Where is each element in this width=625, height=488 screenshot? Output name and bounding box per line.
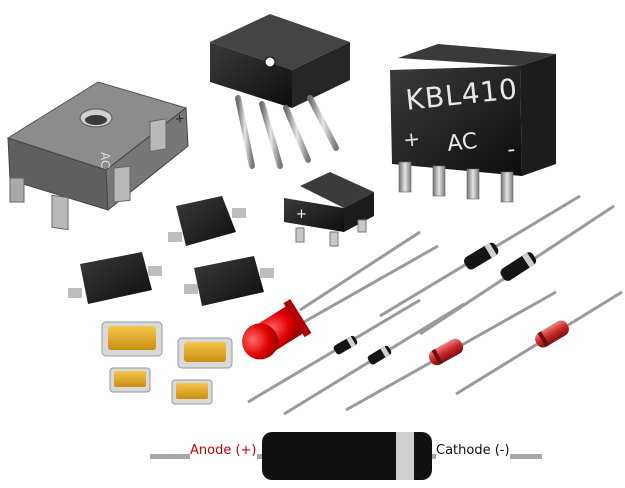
mini-bridge-smd: + xyxy=(284,172,374,247)
kbl-plus-text: + xyxy=(402,126,422,152)
cathode-label: Cathode (-) xyxy=(436,443,510,459)
bridge-ac-text: AC xyxy=(98,152,112,169)
axial-diode xyxy=(247,298,421,404)
glass-diode xyxy=(345,290,557,412)
diode-body xyxy=(262,432,432,480)
bridge-rectifier-square xyxy=(6,81,189,231)
axial-diode-group xyxy=(247,194,623,416)
smd-diode xyxy=(68,252,162,304)
diode-diagram xyxy=(150,432,542,480)
kbl-bridge-rectifier xyxy=(390,44,556,203)
anode-label: Anode (+) xyxy=(190,443,257,459)
smd-led-group xyxy=(101,321,233,405)
kbl-ac-text: AC xyxy=(446,128,479,157)
mini-bridge-plus: + xyxy=(296,207,307,222)
smd-led xyxy=(101,321,163,357)
smd-led xyxy=(171,379,213,405)
smd-led xyxy=(177,337,233,369)
red-led xyxy=(242,230,439,360)
smd-diode xyxy=(168,196,246,246)
glass-diode xyxy=(455,290,623,396)
cathode-band xyxy=(396,432,414,480)
axial-diode xyxy=(379,194,581,318)
smd-led xyxy=(109,367,151,393)
smd-diode-group xyxy=(68,196,274,306)
bridge-rectifier-inline xyxy=(210,14,350,169)
smd-diode xyxy=(184,256,274,306)
axial-diode xyxy=(283,302,465,416)
bridge-plus-text: + xyxy=(174,110,186,126)
